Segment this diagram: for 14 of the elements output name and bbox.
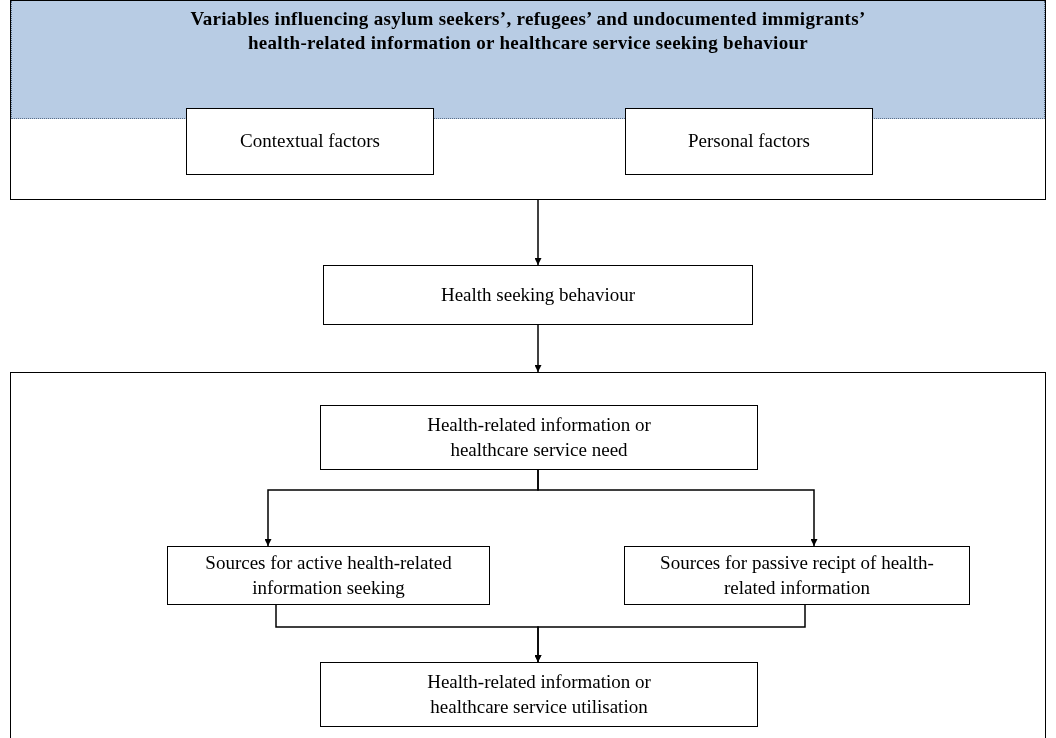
process-box: Health seeking behaviour bbox=[323, 265, 753, 325]
arrow bbox=[537, 469, 818, 547]
process-box: Personal factors bbox=[625, 108, 873, 175]
process-box: Health-related information or healthcare service need bbox=[320, 405, 758, 470]
arrow bbox=[534, 199, 542, 266]
process-box: Health-related information or healthcare service utilisation bbox=[320, 662, 758, 727]
group-frame bbox=[10, 372, 1046, 738]
process-box: Sources for passive recipt of health-related information bbox=[624, 546, 970, 605]
process-box: Contextual factors bbox=[186, 108, 434, 175]
heading: Variables influencing asylum seekers’, refugees’ and undocumented immigrants’ health-related information or healthcare service seeking behaviour bbox=[11, 1, 1045, 119]
arrow bbox=[534, 604, 806, 663]
arrow bbox=[534, 324, 542, 373]
process-box: Sources for active health-related information seeking bbox=[167, 546, 490, 605]
group-frame bbox=[10, 0, 1046, 200]
